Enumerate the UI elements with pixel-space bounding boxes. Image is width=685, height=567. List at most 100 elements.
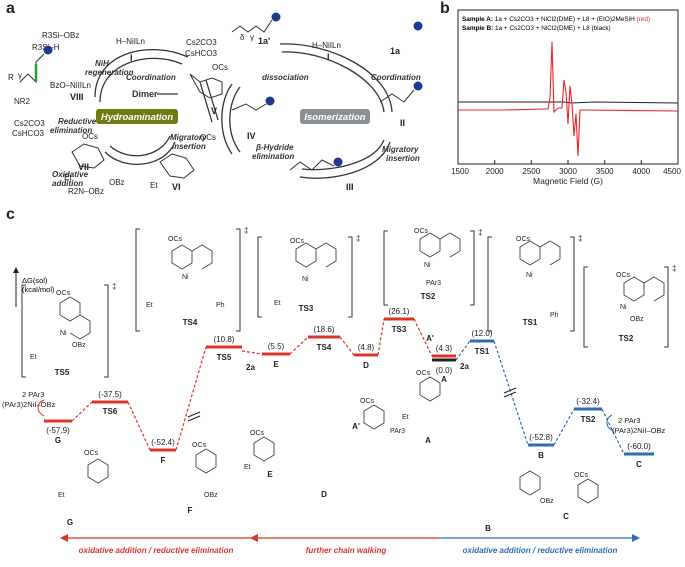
dagger-ts2b: ‡ [672,264,676,273]
reductive-elim-label-2: elimination [50,126,92,135]
arrow-label-left: oxidative addition / reductive eliminati… [79,546,234,555]
struct-et-ts5: Et [30,354,37,361]
struct-ni-ts2: Ni [424,262,431,269]
struct-label-ts5: TS5 [55,368,70,377]
dagger-ts4: ‡ [244,226,248,235]
formula-base2: CsHCO3 [185,49,218,58]
arrow-label-right: oxidative addition / reductive eliminati… [463,546,618,555]
struct-label-f: F [188,506,193,515]
formula-ocs-v: OCs [212,63,228,72]
struct-label-e: E [267,470,273,479]
species-I-right: I [327,52,330,62]
struct-ocs-ts3: OCs [290,238,305,245]
hydroamination-badge [96,109,178,124]
value-TS1: (12.0) [472,329,493,338]
nih-regen-label-1: NiH [95,59,109,68]
formula-base4: CsHCO3 [12,129,45,138]
value-C: (-60.0) [627,442,651,451]
formula-delta: δ [240,33,245,42]
value-TS4: (18.6) [314,325,335,334]
formula-gamma2: γ [250,33,254,42]
formula-ocs-vii: OCs [82,132,98,141]
name-B: B [538,451,544,460]
struct-ni-ts5: Ni [60,330,67,337]
species-1a-prime: 1a' [258,36,270,46]
y-axis-label-1: ΔG(sol) [22,276,48,285]
panel-a-scheme: Hydroamination Isomerization NiH regener… [8,12,423,196]
value-B: (-52.8) [529,433,553,442]
struct-label-ts4: TS4 [183,318,198,327]
coordination-left-label: Coordination [126,73,176,82]
xtick-4000: 4000 [632,167,650,176]
struct-label-ts2: TS2 [421,292,436,301]
reagent-right-ni: (PAr3)2NiI–OBz [612,426,665,435]
struct-label-a: A [425,436,431,445]
species-VIII: VIII [70,92,84,102]
panel-label-b: b [440,0,450,17]
species-V: V [211,106,217,116]
oxidative-add-label-2: addition [52,179,83,188]
epr-plot-frame [457,9,679,165]
name-A: A [441,375,447,384]
isomerization-label: Isomerization [304,112,365,123]
struct-ni-ts2b: Ni [620,304,627,311]
migratory-right-label-1: Migratory [382,145,419,154]
struct-ocs-f: OCs [192,442,207,449]
migratory-left-label-2: insertion [172,142,206,151]
struct-ocs-e: OCs [250,430,265,437]
struct-label-ts2b: TS2 [619,334,634,343]
beta-hydride-label-1: β-Hydride [255,143,294,152]
formula-nr2: NR2 [14,97,31,106]
struct-ph-ts4: Ph [216,302,225,309]
reagent-left-ni: (PAr3)2NiI–OBz [2,400,55,409]
struct-label-c: C [563,512,569,521]
value-F: (-52.4) [151,438,175,447]
hydroamination-label: Hydroamination [101,112,174,123]
value-D: (4.8) [358,343,375,352]
xtick-1500: 1500 [451,167,469,176]
formula-amine-reagent: R2N–OBz [68,187,104,196]
struct-ocs-ts1: OCs [516,236,531,243]
struct-label-b: B [485,524,491,533]
xtick-4500: 4500 [663,167,681,176]
value-E: (5.5) [268,342,285,351]
struct-ocs-ts2b: OCs [616,272,631,279]
dissociation-label: dissociation [262,73,309,82]
coordination-right-label: Coordination [371,73,421,82]
trace-sample-a [458,41,679,157]
struct-et-ts4: Et [146,302,153,309]
dagger-ts2: ‡ [478,228,482,237]
struct-label-ts3: TS3 [299,304,314,313]
formula-ni-h-right: H–NiILn [312,41,341,50]
species-I-left: I [130,53,133,63]
struct-ocs-a: OCs [416,370,431,377]
name-D: D [363,361,369,370]
species-II: II [400,118,405,128]
name-TS4: TS4 [317,343,332,352]
legend-sample-b: Sample B: 1a + Cs2CO3 + NiCl2(DME) + L8 … [462,25,611,32]
panel-c-energy-profile: ΔG(sol) (kcal/mol) [2,226,676,555]
struct-ni-ts3: Ni [302,276,309,283]
panel-label-c: c [6,206,15,223]
name-A-prime: A' [426,334,434,343]
formula-ocs-vi: OCs [200,133,216,142]
species-1a: 1a [390,46,401,56]
xtick-2500: 2500 [522,167,540,176]
name-F: F [161,456,166,465]
value-A-prime: (4.3) [436,344,453,353]
struct-obz-f: OBz [204,492,218,499]
arrow-label-middle: further chain walking [306,546,387,555]
nih-regen-label-2: regeneration [85,68,134,77]
x-axis-label: Magnetic Field (G) [533,176,603,186]
struct-et-g: Et [58,492,65,499]
struct-ocs-g: OCs [84,450,99,457]
species-III: III [346,182,354,192]
name-E: E [273,360,279,369]
species-IV: IV [247,131,256,141]
formula-boz-ni: BzO–NiIILn [50,81,91,90]
struct-obz-ts2b: OBz [630,316,644,323]
name-TS6: TS6 [103,407,118,416]
struct-ni-ts1: Ni [526,272,533,279]
reagent-2a-left: 2a [246,363,255,372]
formula-et-vii: Et [64,173,72,182]
